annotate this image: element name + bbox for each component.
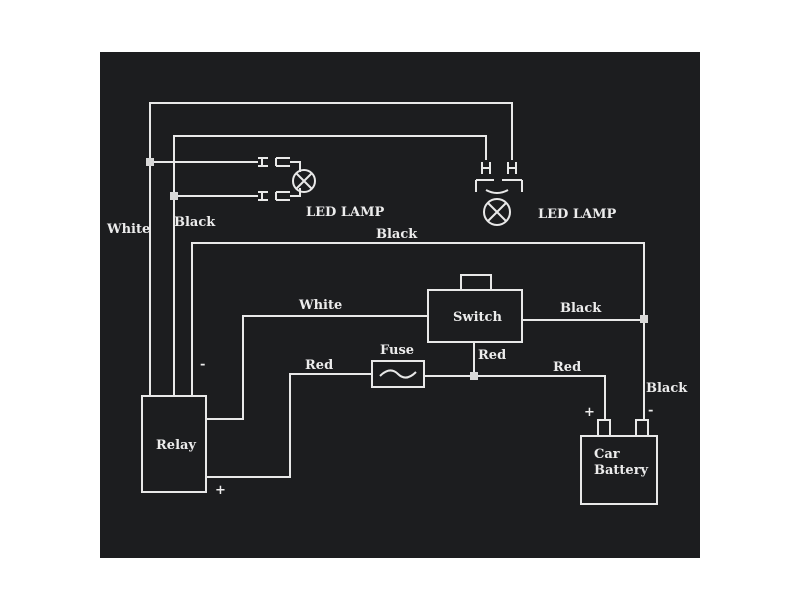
battery-terminal-minus [635,419,649,437]
wire-label-black-switch: Black [560,301,602,316]
wire-red-battery [424,375,606,420]
wire-white-switch [206,315,428,420]
wire-black-top [191,242,645,396]
wire-label-black-battery: Black [646,381,688,396]
lamp-icon [292,169,316,193]
wire-left-lamp-return-top [290,161,301,172]
junction-dot [146,158,154,166]
junction-dot [170,192,178,200]
wire-label-red-fuse: Red [305,358,333,373]
junction-dot [640,315,648,323]
junction-dot [470,372,478,380]
lamp-right-label: LED LAMP [538,207,616,222]
wire-label-white-switch: White [298,298,342,313]
relay-plus-sign: + [215,483,226,498]
switch-label: Switch [453,310,502,325]
lamp-icon [483,189,511,226]
lamp-left [258,157,316,201]
wire-label-white-left: White [106,222,150,237]
wire-black-inner [173,135,487,396]
fuse-icon [379,369,417,379]
wire-label-red-battery: Red [553,360,581,375]
switch-cap [460,274,492,291]
wire-label-black-top: Black [376,227,418,242]
battery-label-line2: Battery [594,463,649,478]
battery-minus-sign: - [648,403,653,418]
relay-minus-sign: - [200,357,205,372]
wire-left-lamp-return-bottom [290,188,301,197]
fuse-label: Fuse [380,343,414,358]
relay-box [141,395,207,493]
battery-box [580,435,658,505]
wire-red-fuse [206,373,372,478]
fuse-box [371,360,425,388]
connector-icon [475,162,523,192]
lamp-right [475,162,523,226]
wire-label-red-switch: Red [478,348,506,363]
lamp-left-label: LED LAMP [306,205,384,220]
wire-white-outer [149,102,513,396]
battery-label-line1: Car [594,447,620,462]
battery-terminal-plus [597,419,611,437]
wire-label-black-relay: Black [174,215,216,230]
relay-label: Relay [156,438,196,453]
battery-plus-sign: + [584,405,595,420]
connector-icon [258,157,290,201]
